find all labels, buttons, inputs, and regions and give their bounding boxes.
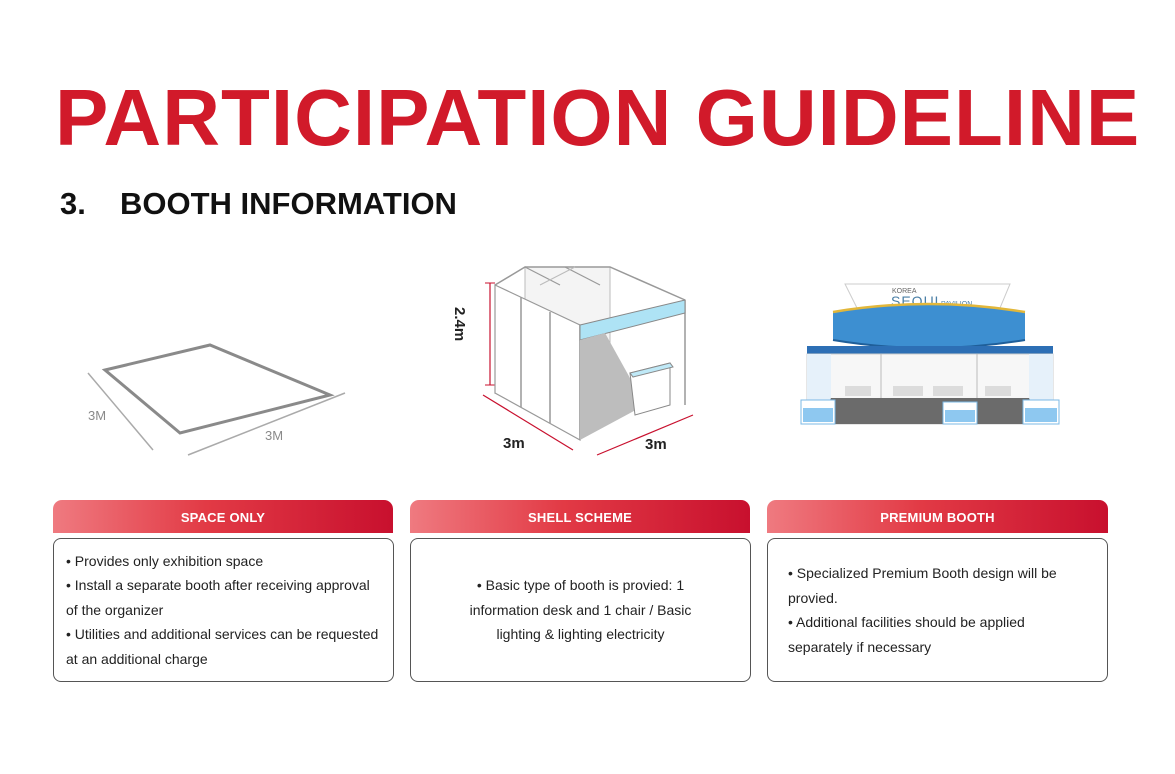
premium-booth-header: PREMIUM BOOTH (767, 500, 1108, 533)
description-line: • Additional facilities should be applie… (788, 614, 1025, 655)
width-dimension-line-b (596, 414, 694, 456)
space-only-description: • Provides only exhibition space • Insta… (53, 538, 394, 682)
description-line: • Utilities and additional services can … (66, 626, 379, 667)
premium-booth-description: • Specialized Premium Booth design will … (767, 538, 1108, 682)
width-dimension-line-a (482, 394, 574, 451)
dimension-label-right: 3M (265, 428, 283, 443)
dimension-label-left: 3M (88, 408, 106, 423)
space-only-header: SPACE ONLY (53, 500, 393, 533)
sign-korea: KOREA (892, 288, 917, 295)
shell-scheme-illustration: 2.4m 3m 3m (451, 266, 694, 456)
shell-scheme-header: SHELL SCHEME (410, 500, 750, 533)
description-line: • Install a separate booth after receivi… (66, 577, 370, 618)
floor-outline (101, 343, 335, 435)
width-label-a: 3m (503, 435, 525, 452)
space-only-illustration: 3M 3M (60, 325, 360, 475)
shell-scheme-description: • Basic type of booth is provied: 1 info… (410, 538, 751, 682)
dimension-line-right (187, 392, 346, 456)
premium-booth-illustration: KOREA SEOUL PAVILION (800, 283, 1060, 425)
fascia-panel (579, 299, 686, 341)
width-label-b: 3m (645, 436, 667, 453)
description-line: • Specialized Premium Booth design will … (788, 565, 1057, 606)
section-label: BOOTH INFORMATION (120, 186, 457, 221)
page-title: PARTICIPATION GUIDELINE (55, 73, 1141, 162)
description-line: • Basic type of booth is provied: 1 info… (469, 577, 692, 643)
height-label: 2.4m (451, 307, 468, 341)
dimension-line-left (87, 372, 154, 451)
description-line: • Provides only exhibition space (66, 552, 264, 569)
section-number: 3. (60, 186, 86, 221)
section-heading: 3. BOOTH INFORMATION (60, 186, 457, 222)
